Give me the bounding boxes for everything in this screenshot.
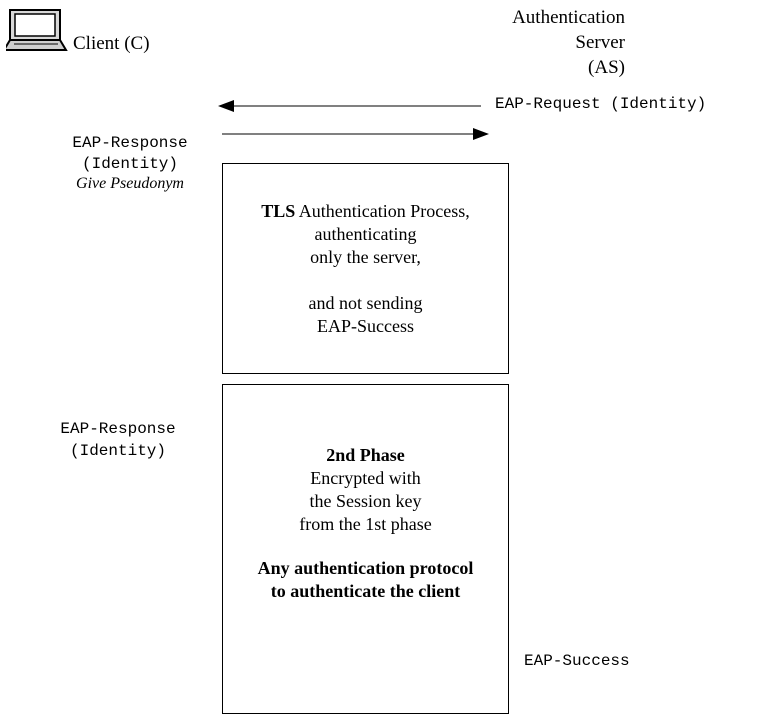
eap-request-arrow: [218, 100, 481, 112]
eap-response-2-label: EAP-Response (Identity): [28, 418, 208, 462]
give-pseudonym-label: Give Pseudonym: [76, 175, 184, 192]
phase2-box: 2nd Phase Encrypted with the Session key…: [222, 384, 509, 714]
eap-success-label: EAP-Success: [524, 652, 630, 670]
eap-response-1-arrow: [222, 128, 489, 140]
tls-box-line5: EAP-Success: [317, 316, 414, 336]
eap-response-1-label: EAP-Response (Identity): [40, 133, 220, 175]
tls-box-line3: only the server,: [310, 247, 421, 267]
eap-response-1-line2: (Identity): [81, 155, 178, 173]
eap-response-1-line1: EAP-Response: [72, 134, 188, 152]
phase2-bold1: Any authentication protocol: [257, 558, 474, 578]
tls-box-line1-rest: Authentication Process,: [295, 201, 470, 221]
server-label-line1: Authentication: [512, 7, 625, 28]
server-label-line3: (AS): [588, 57, 625, 78]
laptop-icon: [6, 9, 68, 51]
tls-box-tls: TLS: [261, 201, 296, 221]
phase2-line2: the Session key: [309, 491, 422, 511]
tls-box-line2: authenticating: [314, 224, 417, 244]
server-label: Authentication Server (AS): [465, 5, 625, 80]
phase2-title: 2nd Phase: [326, 445, 405, 465]
eap-response-2-line2: (Identity): [69, 442, 166, 460]
eap-request-label: EAP-Request (Identity): [495, 95, 707, 113]
phase2-bold2: to authenticate the client: [270, 581, 461, 601]
tls-authentication-box: TLS Authentication Process, authenticati…: [222, 163, 509, 374]
tls-box-line4: and not sending: [308, 293, 423, 313]
server-label-line2: Server: [575, 32, 625, 53]
phase2-line1: Encrypted with: [310, 468, 421, 488]
client-label: Client (C): [73, 33, 150, 54]
phase2-line3: from the 1st phase: [299, 514, 432, 534]
eap-response-2-line1: EAP-Response: [60, 420, 176, 438]
tls-box-line1: TLS Authentication Process,: [223, 200, 508, 223]
